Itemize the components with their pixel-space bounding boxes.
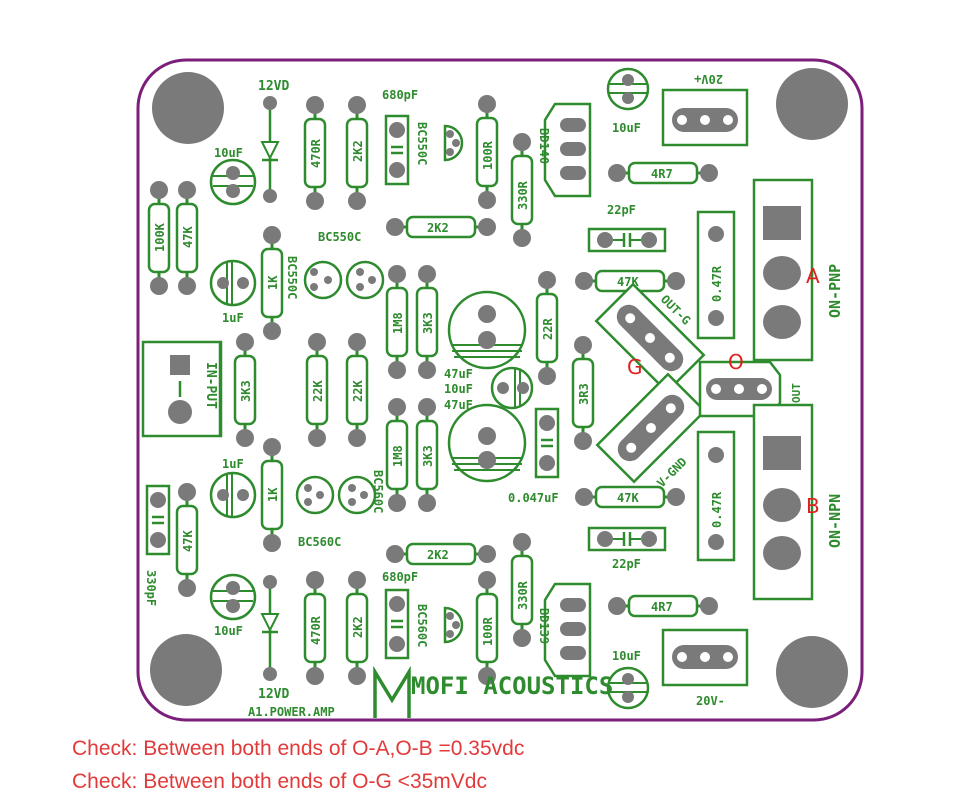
silkscreen-label: 22K xyxy=(311,380,325,402)
silkscreen-label: OUT xyxy=(790,383,803,403)
silkscreen-label: 4R7 xyxy=(651,167,673,181)
silkscreen-label: 47uF xyxy=(444,367,473,381)
silkscreen-label: 2K2 xyxy=(351,616,365,638)
silkscreen-label: 22R xyxy=(541,318,555,340)
silkscreen-label: A1.POWER.AMP xyxy=(248,705,335,719)
silkscreen-label: 47K xyxy=(617,491,639,505)
silkscreen-label: BD139 xyxy=(537,608,551,644)
silkscreen-label: 2K2 xyxy=(351,140,365,162)
silkscreen-label: 0.047uF xyxy=(508,491,559,505)
silkscreen-label: 2K2 xyxy=(427,221,449,235)
silkscreen-label: 330R xyxy=(516,180,530,210)
silkscreen-label: 10uF xyxy=(612,121,641,135)
silkscreen-label: 330pF xyxy=(144,570,158,606)
silkscreen-label: 10uF xyxy=(214,146,243,160)
silkscreen-label: 100K xyxy=(153,222,167,252)
silkscreen-label: BC550C xyxy=(318,230,361,244)
silkscreen-label: 10uF xyxy=(214,624,243,638)
silkscreen-label: 12VD xyxy=(258,687,289,702)
silkscreen-label: 20V+ xyxy=(694,72,723,86)
silkscreen-label: 1M8 xyxy=(391,312,405,334)
silkscreen-label: 1K xyxy=(266,275,280,290)
silkscreen-label: 10uF xyxy=(444,382,473,396)
silkscreen-label: 680pF xyxy=(382,570,418,584)
silkscreen-label: BC560C xyxy=(371,470,385,513)
silkscreen-label: 2K2 xyxy=(427,548,449,562)
silkscreen-label: 4R7 xyxy=(651,600,673,614)
silkscreen-label: 1M8 xyxy=(391,445,405,467)
silkscreen-label: 330R xyxy=(516,580,530,610)
cap-1uf-bottom xyxy=(209,471,257,519)
silkscreen-label: 3K3 xyxy=(421,445,435,467)
transistor-q-top-b xyxy=(345,260,385,300)
silkscreen-label: 22K xyxy=(351,380,365,402)
silkscreen-label: 680pF xyxy=(382,88,418,102)
silkscreen-label: BC550C xyxy=(285,256,299,299)
silkscreen-label: ON-NPN xyxy=(826,494,844,548)
transistor-q-bot-a xyxy=(295,475,335,515)
cap-10uf-br xyxy=(606,666,650,710)
silkscreen-label: B xyxy=(806,494,820,518)
silkscreen-label: 22pF xyxy=(607,203,636,217)
silkscreen-label: BC550C xyxy=(415,122,429,165)
silkscreen-label: 100R xyxy=(481,616,495,646)
silkscreen-label: 0.47R xyxy=(710,491,724,528)
silkscreen-label: 3K3 xyxy=(421,312,435,334)
cap-47uf-top xyxy=(447,290,527,370)
silkscreen-label: 10uF xyxy=(612,649,641,663)
cap-1uf-top xyxy=(209,259,257,307)
mount-hole-tl xyxy=(152,72,224,144)
cap-10uf-mid xyxy=(490,366,534,410)
silkscreen-label: 3R3 xyxy=(577,383,591,405)
mofi-logo: MOFI ACOUSTICS xyxy=(373,665,613,718)
label-12vd-top: 12VD xyxy=(258,79,289,94)
silkscreen-label: 20V- xyxy=(696,694,725,708)
silkscreen-label: 3K3 xyxy=(239,380,253,402)
silkscreen-label: BD140 xyxy=(537,128,551,164)
silkscreen-label: 47K xyxy=(181,530,195,552)
silkscreen-label: 470R xyxy=(309,138,323,168)
silkscreen-label: 1uF xyxy=(222,311,244,325)
silkscreen-label: G xyxy=(627,355,643,379)
transistor-q-bot-b xyxy=(337,475,377,515)
diode-bottom xyxy=(260,575,280,681)
silkscreen-label: 47uF xyxy=(444,398,473,412)
silkscreen-label: 1uF xyxy=(222,457,244,471)
mount-hole-tr xyxy=(776,68,848,140)
silkscreen-label: ON-PNP xyxy=(826,264,844,318)
silkscreen-label: 0.47R xyxy=(710,265,724,302)
silkscreen-label: 1K xyxy=(266,487,280,502)
silkscreen-label: IN-PUT xyxy=(203,362,218,409)
diode-top xyxy=(260,96,280,203)
cap-10uf-tr xyxy=(606,67,650,111)
cap-47uf-bottom xyxy=(447,403,527,483)
transistor-q-top-a xyxy=(303,260,343,300)
silkscreen-label: BC560C xyxy=(298,535,341,549)
silkscreen-label: O xyxy=(728,350,744,374)
silkscreen-label: 47K xyxy=(181,226,195,248)
silkscreen-label: A xyxy=(806,264,820,288)
silkscreen-label: BC560C xyxy=(415,604,429,647)
check-note-1: Check: Between both ends of O-A,O-B =0.3… xyxy=(72,737,525,760)
mount-hole-br xyxy=(776,636,848,708)
check-note-2: Check: Between both ends of O-G <35mVdc xyxy=(72,770,487,793)
silkscreen-label: MOFI ACOUSTICS xyxy=(411,672,613,700)
silkscreen-label: 22pF xyxy=(612,557,641,571)
silkscreen-label: 470R xyxy=(309,615,323,645)
silkscreen-label: 100R xyxy=(481,140,495,170)
mount-hole-bl xyxy=(150,634,222,706)
